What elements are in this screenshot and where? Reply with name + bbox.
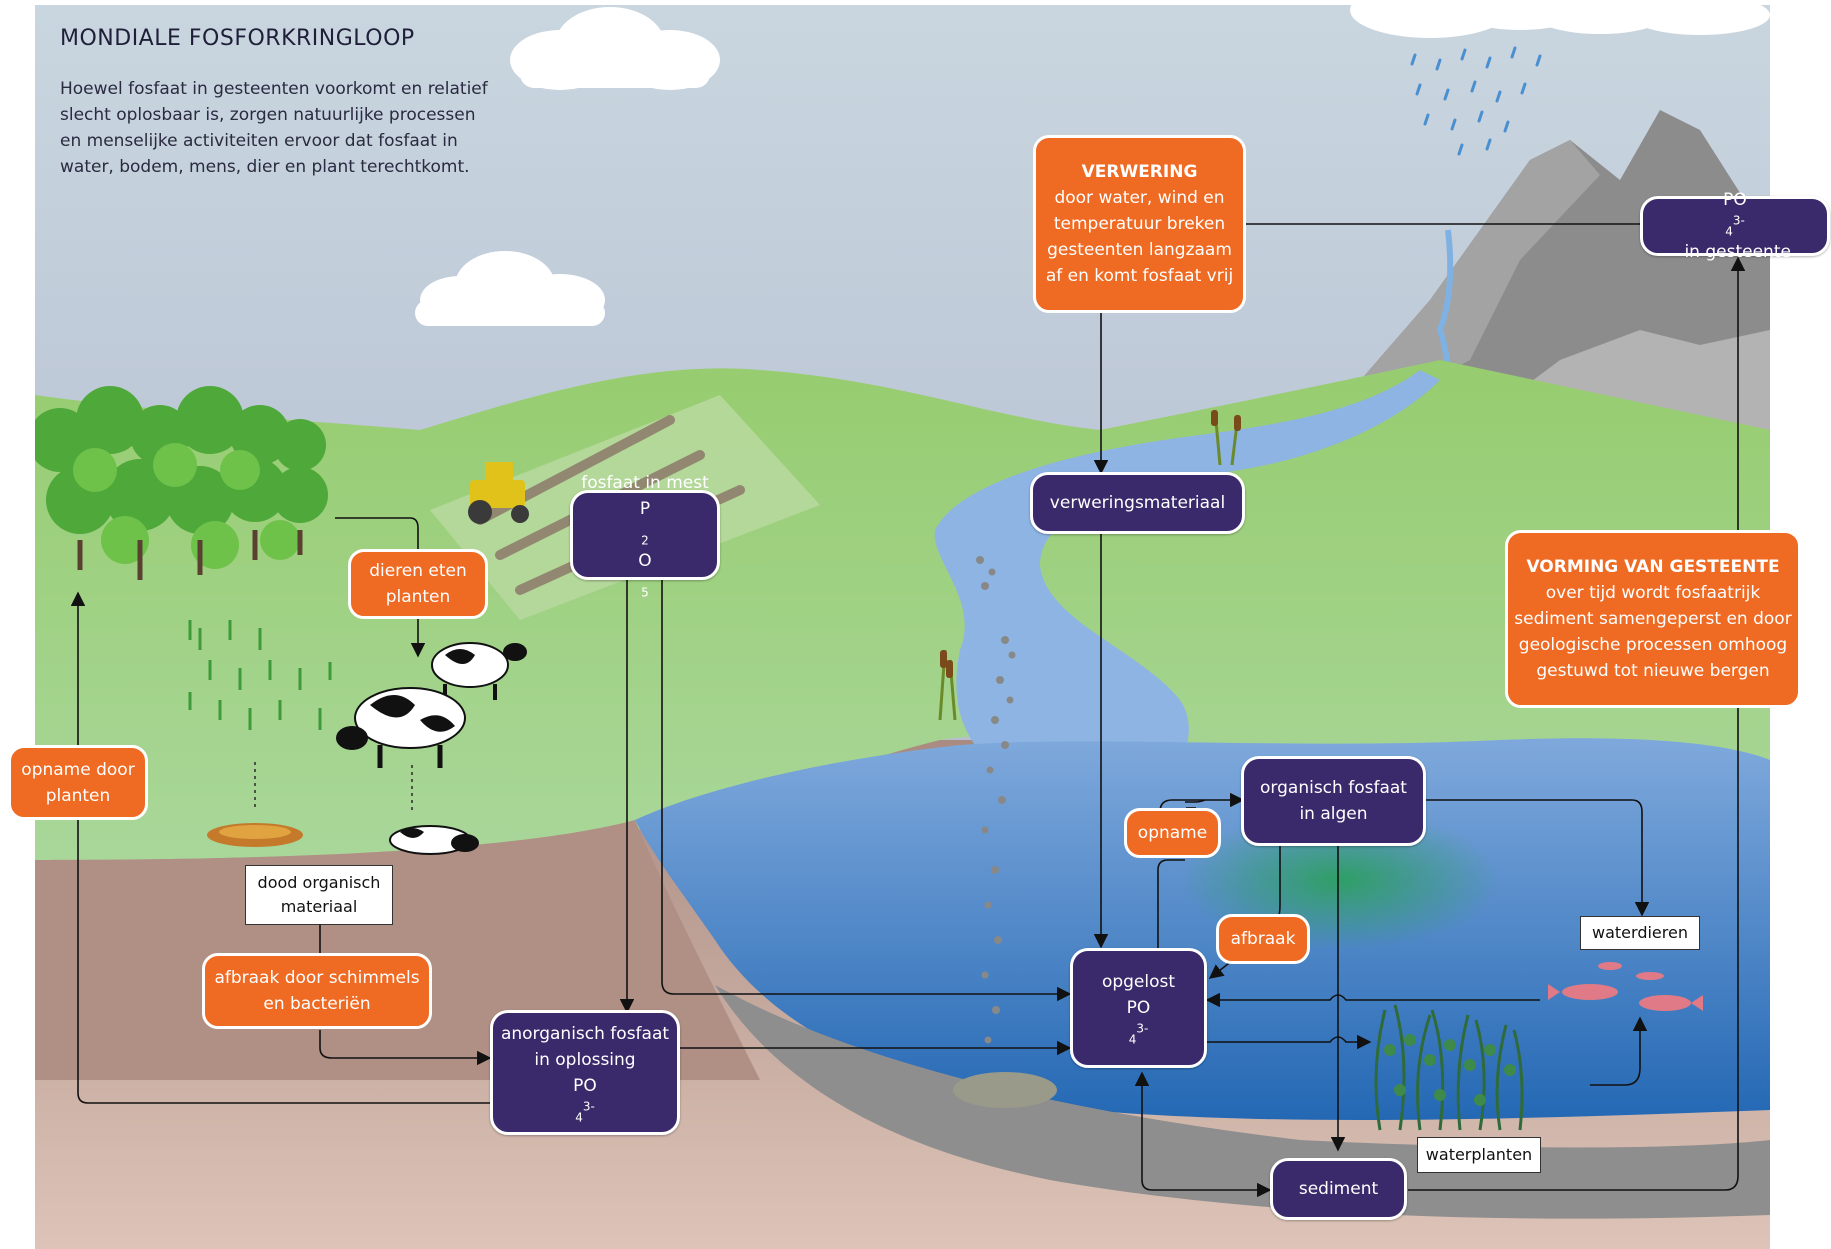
dissolved-label: opgelost (1101, 972, 1176, 992)
dissolved-phosphate-node: opgelost PO 43- (1070, 948, 1207, 1068)
weathering-line: gesteenten langzaam (1047, 240, 1232, 260)
formula-po: PO (1126, 998, 1151, 1018)
formula-sup: 3- (582, 1098, 595, 1113)
rock-formation-line: geologische processen omhoog (1518, 635, 1788, 655)
plant-uptake-box: opname door planten (8, 745, 148, 820)
uptake-label: opname (1137, 823, 1208, 843)
aquatic-plants-text: waterplanten (1425, 1145, 1533, 1164)
formula-sup: 3- (1136, 1021, 1149, 1036)
organic-phosphate-algae-node: organisch fosfaat in algen (1241, 756, 1426, 846)
formula-po: PO (1723, 190, 1747, 210)
weathering-line: temperatuur breken (1053, 214, 1226, 234)
weathered-material-node: verweringsmateriaal (1030, 472, 1245, 534)
weathering-box: VERWERING door water, wind en temperatuu… (1033, 135, 1246, 313)
formula-po: PO (573, 1075, 597, 1096)
decomposition-line: afbraak door schimmels (214, 968, 420, 988)
decomposition-label: afbraak (1230, 929, 1296, 949)
manure-label: fosfaat in mest (581, 473, 709, 493)
rock-suffix: in gesteente (1679, 242, 1791, 262)
inorganic-phosphate-node: anorganisch fosfaat in oplossing PO 43- (490, 1010, 680, 1135)
plant-uptake-line: opname door (21, 759, 135, 780)
intro-line: Hoewel fosfaat in gesteenten voorkomt en… (60, 79, 488, 99)
weathering-line: door water, wind en (1054, 188, 1225, 208)
diagram-title: MONDIALE FOSFORKRINGLOOP (60, 26, 415, 51)
formula-sub: 2 (641, 533, 649, 548)
weathering-line: af en komt fosfaat vrij (1045, 266, 1234, 286)
formula-sub: 5 (641, 585, 649, 600)
animals-line: dieren eten (369, 561, 467, 581)
formula-sub: 4 (1128, 1032, 1137, 1047)
formula-sub: 4 (1725, 224, 1733, 239)
inorganic-line: anorganisch fosfaat (500, 1023, 670, 1044)
sediment-node: sediment (1270, 1158, 1407, 1220)
dead-organic-line: materiaal (280, 897, 358, 916)
decomposition-box: afbraak (1216, 914, 1310, 964)
formula-sup: 3- (1732, 213, 1745, 228)
decomposition-fungi-box: afbraak door schimmels en bacteriën (202, 953, 432, 1029)
formula-sub: 4 (575, 1109, 583, 1124)
intro-text: Hoewel fosfaat in gesteenten voorkomt en… (60, 76, 490, 180)
aquatic-plants-label: waterplanten (1417, 1137, 1541, 1173)
intro-line: en menselijke activiteiten ervoor dat fo… (60, 131, 458, 151)
sediment-label: sediment (1298, 1179, 1379, 1199)
decomposition-line: en bacteriën (263, 994, 371, 1014)
animals-eat-plants-box: dieren eten planten (348, 549, 488, 619)
dead-organic-matter-label: dood organisch materiaal (245, 865, 393, 925)
aquatic-animals-text: waterdieren (1592, 923, 1688, 942)
plant-uptake-line: planten (45, 785, 111, 806)
formula-p: P (639, 499, 651, 519)
aquatic-animals-label: waterdieren (1580, 916, 1700, 950)
formula-o: O (638, 551, 652, 571)
rock-formation-line: gestuwd tot nieuwe bergen (1536, 661, 1770, 681)
dead-organic-line: dood organisch (257, 873, 381, 892)
rock-formation-line: sediment samengeperst en door (1514, 609, 1792, 629)
weathering-heading: VERWERING (1081, 162, 1198, 182)
phosphate-in-rock-node: PO 43- in gesteente (1640, 190, 1830, 262)
intro-line: slecht oplosbaar is, zorgen natuurlijke … (60, 105, 476, 125)
weathered-material-label: verweringsmateriaal (1049, 493, 1226, 513)
algae-line: in algen (1299, 804, 1368, 824)
algae-line: organisch fosfaat (1260, 778, 1407, 798)
intro-line: water, bodem, mens, dier en plant terech… (60, 157, 470, 177)
rock-formation-line: over tijd wordt fosfaatrijk (1545, 583, 1761, 603)
inorganic-line: in oplossing (534, 1049, 636, 1070)
uptake-box: opname (1124, 808, 1221, 858)
rock-formation-heading: VORMING VAN GESTEENTE (1526, 557, 1780, 577)
rock-formation-box: VORMING VAN GESTEENTE over tijd wordt fo… (1505, 530, 1801, 708)
animals-line: planten (385, 587, 451, 607)
